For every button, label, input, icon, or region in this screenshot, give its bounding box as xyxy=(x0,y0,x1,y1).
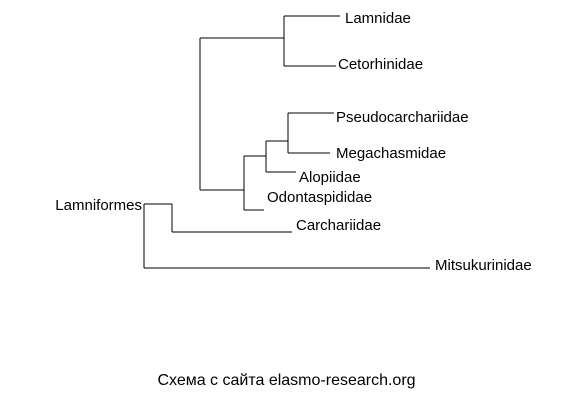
taxon-pseudocarchariidae: Pseudocarchariidae xyxy=(336,109,469,126)
taxon-cetorhinidae: Cetorhinidae xyxy=(338,56,423,73)
taxon-megachasmidae: Megachasmidae xyxy=(336,145,446,162)
taxon-carchariidae: Carchariidae xyxy=(296,217,381,234)
taxon-mitsukurinidae: Mitsukurinidae xyxy=(435,257,532,274)
root-label: Lamniformes xyxy=(55,197,142,214)
taxon-alopiidae: Alopiidae xyxy=(299,169,361,186)
taxon-lamnidae: Lamnidae xyxy=(345,10,411,27)
source-caption: Схема с сайта elasmo-research.org xyxy=(157,372,416,389)
taxon-odontaspididae: Odontaspididae xyxy=(267,189,372,206)
